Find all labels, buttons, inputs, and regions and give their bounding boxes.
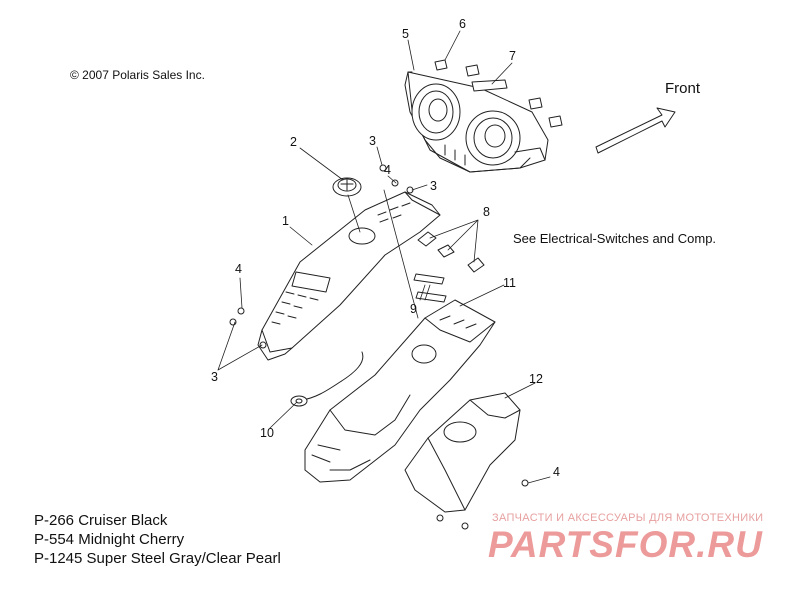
callout-4: 4 [553,465,560,479]
clip-part-6 [434,59,563,128]
callout-10: 10 [260,426,274,440]
lower-console-part-11 [304,299,496,483]
color-code-item: P-266 Cruiser Black [34,512,168,529]
callout-4: 4 [384,163,391,177]
front-arrow [595,107,676,154]
lower-cover-part-12 [404,392,521,513]
instrument-pod-part-5 [404,71,549,173]
fuel-cap-part-2 [332,177,362,197]
callout-3: 3 [430,179,437,193]
switch-part-8 [417,231,485,273]
callout-6: 6 [459,17,466,31]
watermark-brand: PARTSFOR.RU [488,524,763,565]
color-code-list: P-266 Cruiser Black P-554 Midnight Cherr… [34,511,281,568]
see-reference-note: See Electrical-Switches and Comp. [513,231,717,246]
bracket-part-9 [413,273,447,303]
copyright-notice: © 2007 Polaris Sales Inc. [70,68,205,82]
leader-lines [217,30,551,484]
callout-2: 2 [290,135,297,149]
front-direction-label: Front [665,80,701,97]
pad-part-7 [471,79,508,92]
callout-5: 5 [402,27,409,41]
color-code-item: P-554 Midnight Cherry [34,531,185,548]
watermark-tagline: ЗАПЧАСТИ И АКСЕССУАРЫ ДЛЯ МОТОТЕХНИКИ [492,512,764,524]
color-code-item: P-1245 Super Steel Gray/Clear Pearl [34,550,281,567]
callout-12: 12 [529,372,543,386]
callout-8: 8 [483,205,490,219]
callout-7: 7 [509,49,516,63]
callout-1: 1 [282,214,289,228]
callout-11: 11 [503,276,516,290]
callout-3: 3 [369,134,376,148]
callout-4: 4 [235,262,242,276]
callout-9: 9 [410,302,417,316]
callout-3: 3 [211,370,218,384]
